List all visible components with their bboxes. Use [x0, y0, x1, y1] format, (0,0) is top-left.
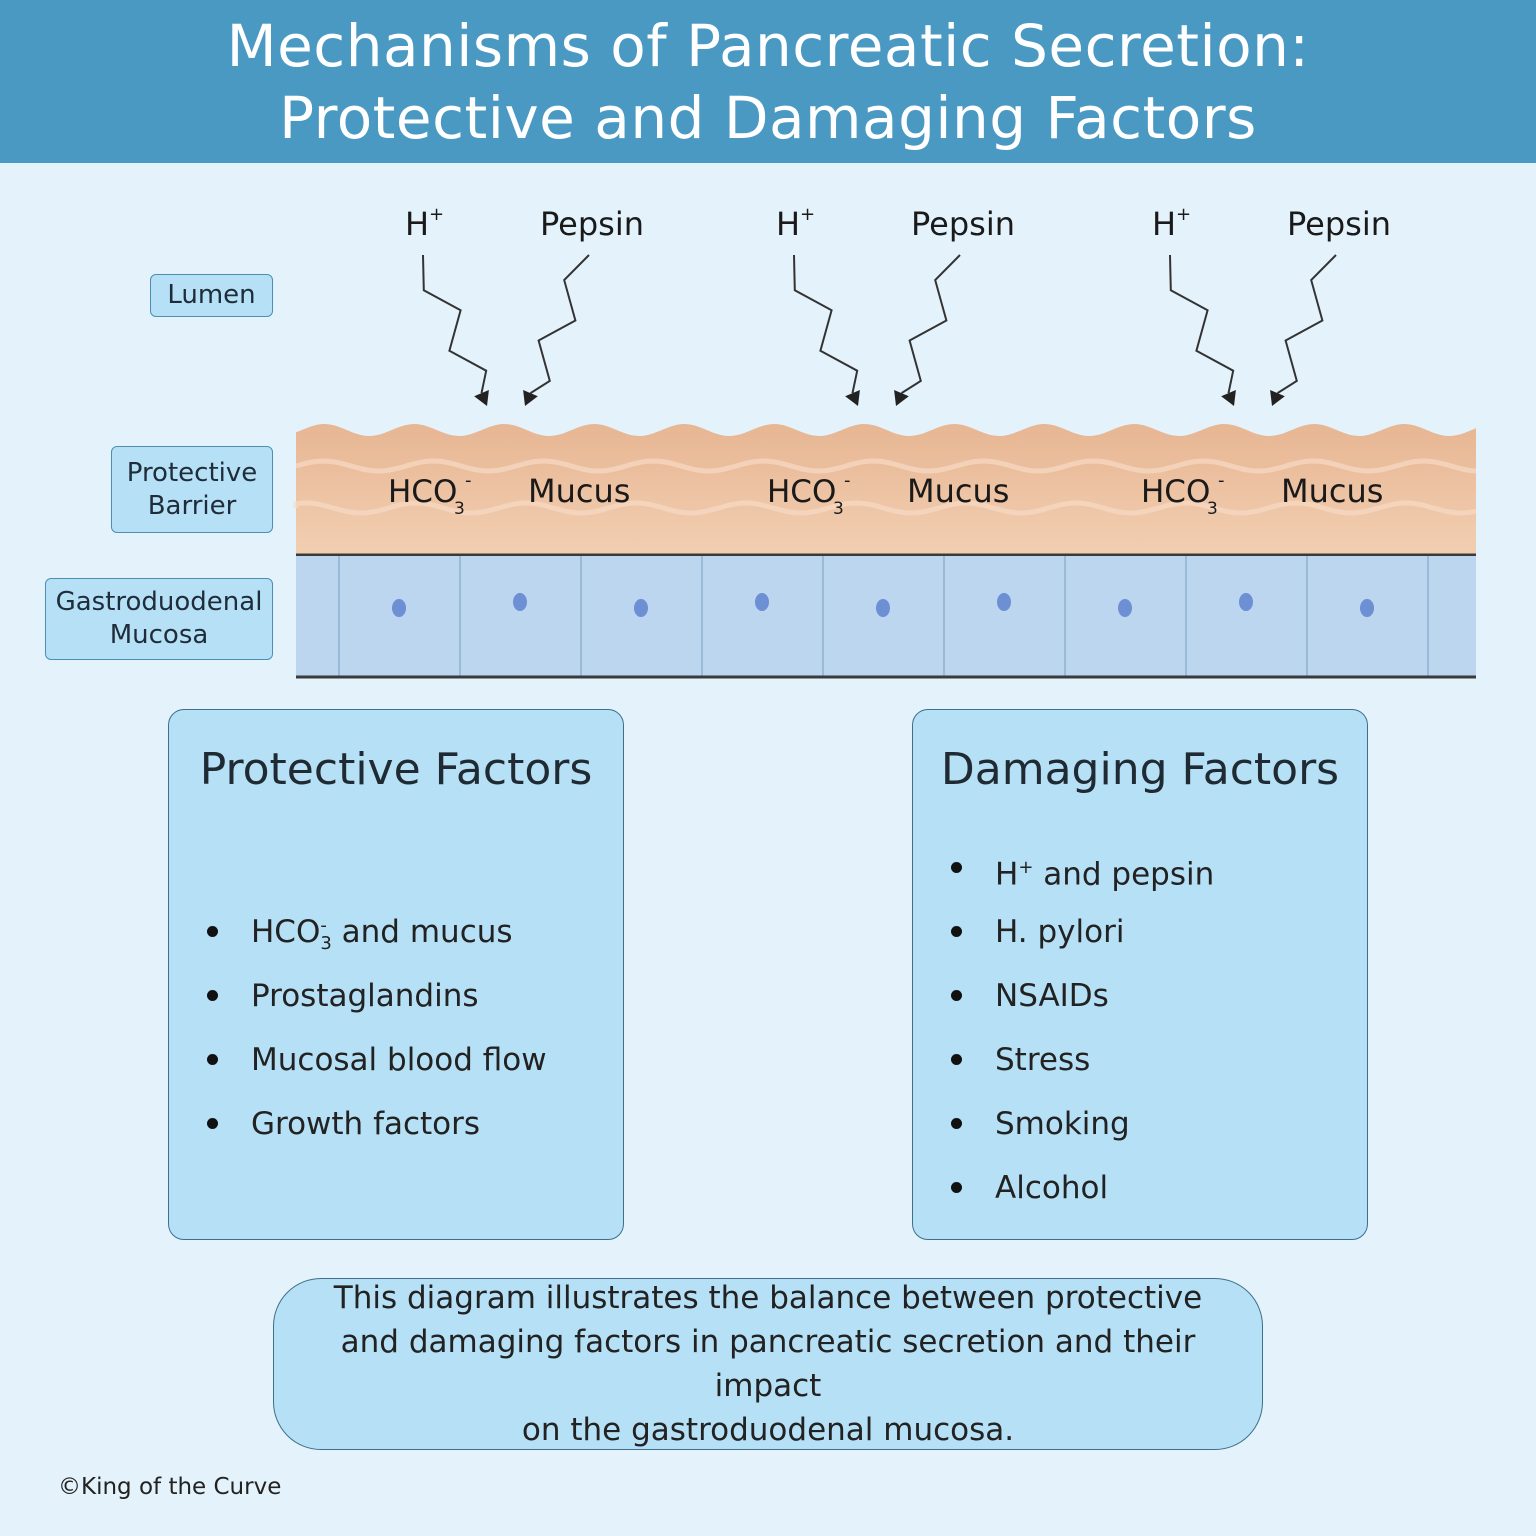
- pepsin-label: Pepsin: [540, 205, 644, 243]
- summary-box: This diagram illustrates the balance bet…: [273, 1278, 1263, 1450]
- bicarbonate-charge: -: [465, 470, 472, 491]
- lumen-label-text: Lumen: [167, 280, 256, 310]
- bicarbonate-charge: -: [844, 470, 851, 491]
- bullet-icon: [951, 1054, 962, 1065]
- hydrogen-arrow-head: [474, 389, 489, 406]
- damaging-factors-panel: Damaging Factors H+ and pepsin H. pylori…: [912, 709, 1368, 1240]
- barrier-wave-line: [295, 458, 1477, 474]
- hydrogen-arrow: [793, 254, 859, 394]
- pepsin-arrow-head: [523, 389, 538, 406]
- bicarbonate-charge: -: [1218, 470, 1225, 491]
- mucus-label: Mucus: [907, 472, 1009, 510]
- mucosa-label-line2: Mucosa: [109, 620, 209, 650]
- bullet-icon: [951, 862, 962, 873]
- bicarbonate-label: HCO: [1141, 474, 1210, 510]
- pepsin-arrow: [900, 254, 961, 394]
- bullet-icon: [951, 990, 962, 1001]
- mucosa-label-line1: Gastroduodenal: [55, 587, 263, 617]
- copyright-notice: ©King of the Curve: [58, 1474, 282, 1500]
- hydrogen-arrow: [422, 254, 488, 394]
- bicarbonate-subscript: 3: [1207, 499, 1218, 519]
- bullet-icon: [207, 1118, 218, 1129]
- mucus-label: Mucus: [1281, 472, 1383, 510]
- pepsin-label: Pepsin: [1287, 205, 1391, 243]
- list-item: Stress: [913, 1040, 1214, 1104]
- list-item: Mucosal blood flow: [169, 1040, 547, 1104]
- page-title-line1: Mechanisms of Pancreatic Secretion:: [226, 11, 1310, 80]
- summary-line2: and damaging factors in pancreatic secre…: [340, 1324, 1196, 1404]
- bicarbonate-subscript: 3: [833, 499, 844, 519]
- pepsin-label: Pepsin: [911, 205, 1015, 243]
- cell-nucleus: [392, 599, 406, 617]
- cell-nucleus: [755, 593, 769, 611]
- mucosa-cells: [271, 556, 1495, 677]
- list-item: Smoking: [913, 1104, 1214, 1168]
- bullet-icon: [207, 1054, 218, 1065]
- hydrogen-ion-charge: +: [1176, 204, 1191, 225]
- hydrogen-ion-label: H: [1152, 205, 1176, 243]
- gastroduodenal-mucosa-label: Gastroduodenal Mucosa: [45, 578, 273, 660]
- bullet-icon: [951, 1182, 962, 1193]
- bullet-icon: [951, 926, 962, 937]
- cell-nucleus: [513, 593, 527, 611]
- bullet-icon: [207, 926, 218, 937]
- cell-nucleus: [1239, 593, 1253, 611]
- list-item: Growth factors: [169, 1104, 547, 1168]
- summary-line1: This diagram illustrates the balance bet…: [333, 1280, 1203, 1316]
- protective-barrier-label: Protective Barrier: [111, 446, 273, 533]
- attack-arrows: [422, 254, 1337, 406]
- bicarbonate-label: HCO: [388, 474, 457, 510]
- cell-nucleus: [1360, 599, 1374, 617]
- protective-barrier-label-line2: Barrier: [147, 490, 237, 521]
- bullet-icon: [951, 1118, 962, 1129]
- hydrogen-arrow-head: [845, 389, 860, 406]
- hydrogen-arrow-head: [1221, 389, 1236, 406]
- summary-line3: on the gastroduodenal mucosa.: [521, 1412, 1015, 1448]
- list-item: H+ and pepsin: [913, 848, 1214, 912]
- mucus-label: Mucus: [528, 472, 630, 510]
- protective-barrier-label-line1: Protective: [126, 457, 258, 488]
- bullet-icon: [207, 990, 218, 1001]
- list-item: NSAIDs: [913, 976, 1214, 1040]
- protective-factors-title: Protective Factors: [199, 744, 593, 795]
- damaging-factors-title: Damaging Factors: [940, 744, 1340, 795]
- pepsin-arrow: [529, 254, 590, 394]
- hydrogen-ion-label: H: [405, 205, 429, 243]
- protective-factors-list: HCO3- and mucus Prostaglandins Mucosal b…: [169, 912, 547, 1168]
- list-item: Alcohol: [913, 1168, 1214, 1232]
- gastroduodenal-mucosa-layer: [271, 556, 1495, 679]
- page-title-line2: Protective and Damaging Factors: [279, 83, 1257, 152]
- cell-nucleus: [1118, 599, 1132, 617]
- cell-nucleus: [271, 593, 285, 611]
- list-item: HCO3- and mucus: [169, 912, 547, 976]
- barrier-wave-line: [293, 500, 1477, 516]
- list-item: H. pylori: [913, 912, 1214, 976]
- pepsin-arrow: [1276, 254, 1337, 394]
- cell-nucleus: [634, 599, 648, 617]
- list-item: Prostaglandins: [169, 976, 547, 1040]
- mucosa-fill: [296, 556, 1476, 677]
- cell-nucleus: [1481, 593, 1495, 611]
- protective-factors-panel: Protective Factors HCO3- and mucus Prost…: [168, 709, 624, 1240]
- lumen-label: Lumen: [150, 274, 273, 317]
- pepsin-arrow-head: [894, 389, 909, 406]
- bicarbonate-subscript: 3: [454, 499, 465, 519]
- pepsin-arrow-head: [1270, 389, 1285, 406]
- protective-barrier-layer: [293, 424, 1477, 557]
- cell-nucleus: [876, 599, 890, 617]
- hydrogen-ion-label: H: [776, 205, 800, 243]
- bicarbonate-label: HCO: [767, 474, 836, 510]
- barrier-fill: [296, 424, 1476, 556]
- damaging-factors-list: H+ and pepsin H. pylori NSAIDs Stress Sm…: [913, 848, 1214, 1232]
- title-banner: Mechanisms of Pancreatic Secretion: Prot…: [0, 0, 1536, 163]
- hydrogen-arrow: [1169, 254, 1235, 394]
- hydrogen-ion-charge: +: [800, 204, 815, 225]
- hydrogen-ion-charge: +: [429, 204, 444, 225]
- cell-nucleus: [997, 593, 1011, 611]
